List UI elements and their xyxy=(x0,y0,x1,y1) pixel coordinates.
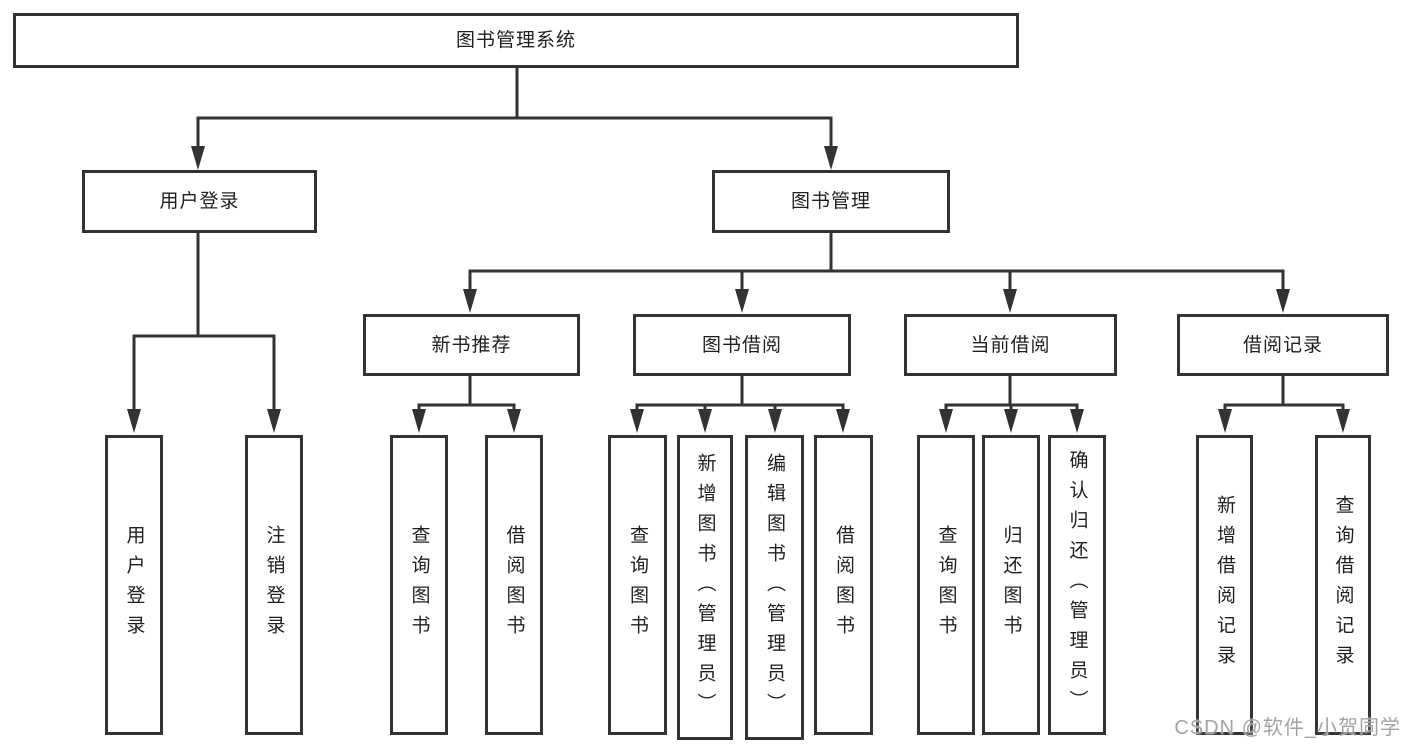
leaf-add-borrow-record: 新增借阅记录 xyxy=(1196,435,1253,735)
node-current-borrowing: 当前借阅 xyxy=(904,314,1117,376)
leaf-query-books-recommend: 查询图书 xyxy=(390,435,448,735)
node-user-login: 用户登录 xyxy=(82,170,317,233)
watermark: CSDN @软件_小贺同学 xyxy=(1174,717,1401,739)
leaf-borrow-books-recommend: 借阅图书 xyxy=(485,435,543,735)
leaf-add-books-admin: 新增图书（管理员） xyxy=(677,435,733,740)
leaf-logout: 注销登录 xyxy=(245,435,303,735)
leaf-user-login: 用户登录 xyxy=(105,435,163,735)
leaf-return-books: 归还图书 xyxy=(982,435,1040,735)
node-new-book-recommendation: 新书推荐 xyxy=(363,314,580,376)
leaf-query-books-borrowing: 查询图书 xyxy=(608,435,667,735)
leaf-query-books-current: 查询图书 xyxy=(917,435,975,735)
node-book-management: 图书管理 xyxy=(712,170,950,233)
leaf-edit-books-admin: 编辑图书（管理员） xyxy=(745,435,804,740)
leaf-query-borrow-record: 查询借阅记录 xyxy=(1315,435,1371,735)
node-borrowing-records: 借阅记录 xyxy=(1177,314,1389,376)
node-library-management-system: 图书管理系统 xyxy=(13,13,1019,68)
node-book-borrowing: 图书借阅 xyxy=(633,314,851,376)
leaf-borrow-books-borrowing: 借阅图书 xyxy=(814,435,873,735)
leaf-confirm-return-admin: 确认归还（管理员） xyxy=(1048,435,1106,735)
